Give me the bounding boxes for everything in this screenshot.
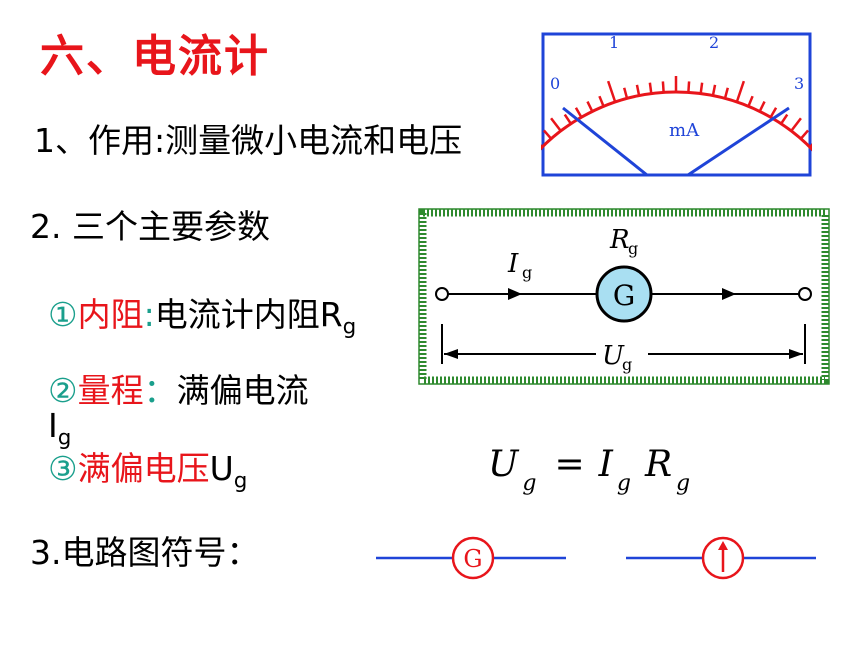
- formula-lhs: U: [488, 444, 519, 485]
- param-description: 满偏电流: [176, 371, 309, 410]
- meter-tick: [635, 84, 641, 96]
- param-number: ②: [48, 371, 78, 410]
- label-ug-sub: g: [622, 355, 632, 374]
- meter-tick: [769, 107, 778, 118]
- formula-r1-sub: g: [616, 471, 631, 496]
- meter-tick: [799, 129, 809, 140]
- param-full-scale-voltage: ③满偏电压Ug: [48, 442, 247, 494]
- param-name: 内阻: [77, 295, 144, 334]
- slide-title: 六、电流计: [40, 31, 270, 82]
- ammeter-illustration: 0 1 2 3 mA: [541, 32, 812, 177]
- meter-tick: [808, 143, 812, 149]
- voltage-arrow-right: [789, 349, 803, 359]
- param-name: 满偏电压: [77, 449, 210, 488]
- meter-tick: [586, 100, 594, 112]
- galvanometer-circuit-diagram: G I g R g U g: [418, 208, 830, 385]
- meter-tick: [747, 95, 754, 107]
- arrow-current-left: [508, 288, 522, 300]
- meter-tick: [661, 81, 665, 93]
- formula-r2-sub: g: [676, 471, 691, 496]
- label-ig: I: [507, 249, 519, 279]
- scale-label-1: 1: [609, 33, 619, 52]
- param-separator: :: [143, 295, 155, 334]
- voltage-arrow-left: [444, 349, 458, 359]
- meter-tick: [563, 113, 572, 125]
- item-parameters: 2. 三个主要参数: [30, 207, 270, 246]
- meter-frame: [541, 32, 812, 177]
- scale-label-3: 3: [794, 74, 804, 93]
- meter-tick: [687, 81, 691, 93]
- meter-tick: [598, 95, 605, 107]
- meter-scale: [541, 76, 812, 152]
- meter-tick: [699, 82, 704, 94]
- param-number: ①: [48, 295, 78, 334]
- meter-tick: [606, 80, 617, 103]
- meter-tick: [735, 80, 746, 103]
- meter-tick: [550, 117, 562, 132]
- terminal-right: [798, 287, 812, 301]
- symbol-arrow-head: [718, 541, 728, 550]
- param-description: 电流计内阻R: [154, 295, 343, 334]
- param-internal-resistance: ①内阻:电流计内阻Rg: [48, 288, 356, 340]
- galvanometer-letter: G: [613, 279, 635, 312]
- meter-unit: mA: [669, 120, 700, 141]
- param-description: U: [209, 449, 234, 488]
- meter-tick: [574, 107, 583, 118]
- scale-label-2: 2: [709, 33, 719, 52]
- label-rg-sub: g: [628, 239, 638, 258]
- circuit-border: [419, 209, 829, 384]
- meter-tick: [780, 113, 789, 125]
- param-symbol: I: [48, 406, 58, 445]
- param-range-symbol: Ig: [48, 406, 71, 451]
- param-subscript: g: [342, 314, 357, 340]
- param-subscript: g: [57, 425, 72, 451]
- formula-r2: R: [644, 444, 673, 485]
- meter-tick: [648, 82, 653, 94]
- symbol-circle: [451, 536, 495, 580]
- meter-tick: [758, 100, 766, 112]
- meter-tick: [711, 84, 717, 96]
- label-ig-sub: g: [522, 263, 532, 282]
- param-subscript: g: [233, 468, 248, 494]
- label-rg: R: [609, 225, 630, 255]
- galvanometer-symbol: G: [376, 536, 566, 580]
- meter-tick: [622, 87, 629, 99]
- meter-needle-guide-right: [687, 106, 790, 177]
- param-separator: ：: [143, 371, 177, 410]
- scale-label-0: 0: [550, 74, 560, 93]
- formula-r1: I: [598, 444, 613, 485]
- meter-arrow-symbol: [626, 536, 816, 580]
- symbol-g-letter: G: [463, 545, 482, 573]
- label-ug: U: [602, 341, 625, 371]
- circuit-border-outer: [418, 208, 830, 385]
- meter-needle-guide-left: [562, 106, 648, 177]
- formula-equals: =: [554, 444, 585, 485]
- meter-tick: [543, 129, 553, 140]
- item-circuit-symbol: 3.电路图符号：: [30, 533, 260, 572]
- param-name: 量程: [77, 371, 144, 410]
- meter-tick: [723, 87, 730, 99]
- param-range: ②量程：满偏电流: [48, 364, 309, 412]
- meter-tick: [790, 117, 802, 132]
- item-function: 1、作用:测量微小电流和电压: [34, 121, 463, 160]
- formula-lhs-sub: g: [522, 471, 537, 496]
- terminal-left: [435, 287, 449, 301]
- param-number: ③: [48, 449, 78, 488]
- meter-scale-arc: [541, 90, 812, 152]
- arrow-current-right: [722, 288, 736, 300]
